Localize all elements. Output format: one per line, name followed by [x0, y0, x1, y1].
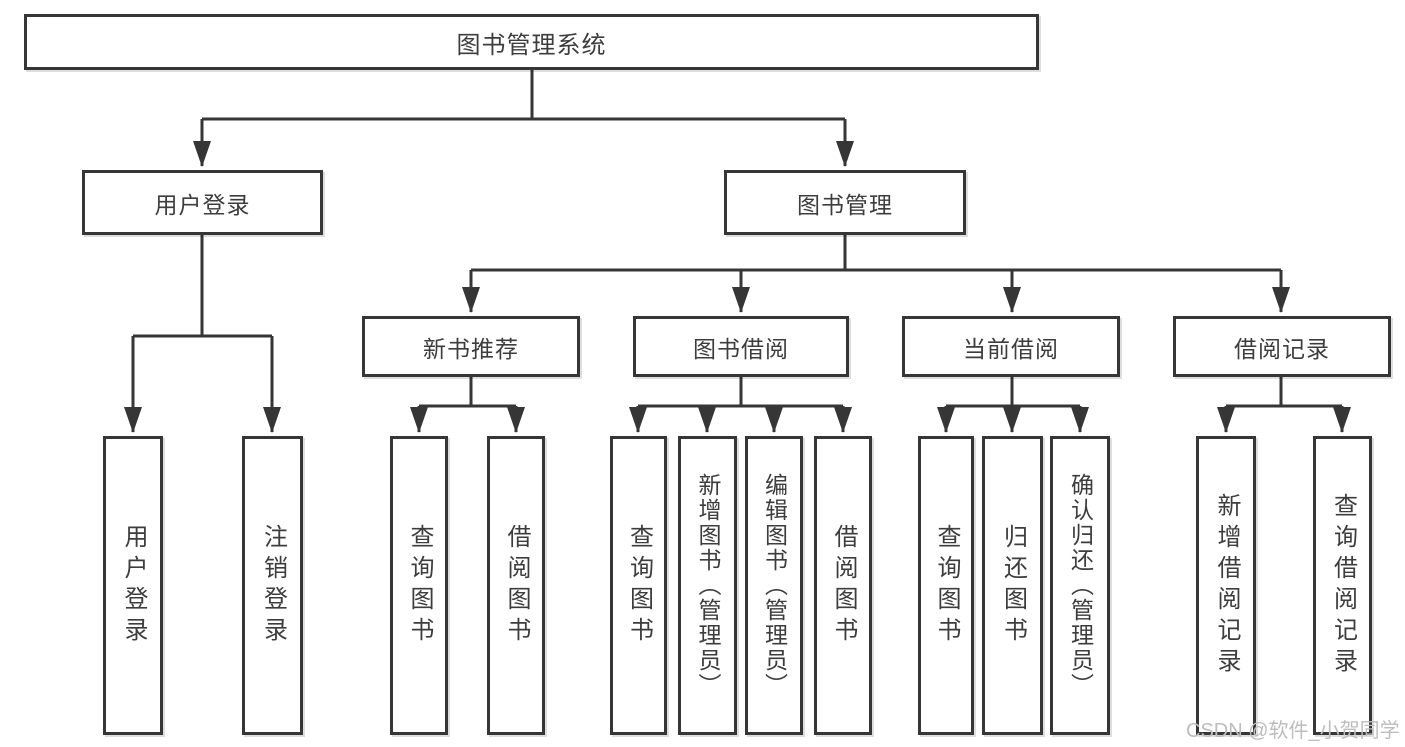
leaf-user-login-label: 用户登录: [120, 523, 147, 648]
leaf-recommend-query-books-label: 查询图书: [406, 523, 433, 648]
leaf-recommend-borrow-books: 借阅图书: [487, 436, 545, 735]
node-user-login: 用户登录: [82, 170, 323, 235]
node-book-borrow: 图书借阅: [633, 316, 849, 377]
node-library-system: 图书管理系统: [24, 14, 1039, 70]
leaf-current-confirm-return-admin-label: 确认归还（管理员）: [1067, 473, 1094, 698]
leaf-borrow-borrow-books: 借阅图书: [814, 436, 872, 735]
leaf-borrow-add-books-admin-label: 新增图书（管理员）: [695, 473, 721, 698]
leaf-borrow-edit-books-admin: 编辑图书（管理员）: [745, 436, 803, 735]
leaf-current-query-books: 查询图书: [918, 436, 974, 735]
leaf-records-query-record: 查询借阅记录: [1313, 436, 1372, 735]
node-book-management: 图书管理: [724, 170, 966, 235]
leaf-recommend-borrow-books-label: 借阅图书: [503, 523, 530, 648]
leaf-borrow-edit-books-admin-label: 编辑图书（管理员）: [761, 473, 788, 698]
watermark: CSDN @软件_小贺同学: [1186, 720, 1400, 742]
leaf-borrow-add-books-admin: 新增图书（管理员）: [678, 436, 737, 735]
leaf-records-query-record-label: 查询借阅记录: [1329, 492, 1357, 679]
leaf-borrow-borrow-books-label: 借阅图书: [830, 523, 857, 648]
leaf-current-return-books: 归还图书: [982, 436, 1043, 735]
leaf-borrow-query-books-label: 查询图书: [625, 523, 653, 648]
leaf-user-login: 用户登录: [103, 436, 163, 735]
leaf-logout: 注销登录: [242, 436, 303, 735]
leaf-borrow-query-books: 查询图书: [610, 436, 667, 735]
leaf-records-add-record: 新增借阅记录: [1196, 436, 1256, 735]
leaf-recommend-query-books: 查询图书: [390, 436, 448, 735]
leaf-records-add-record-label: 新增借阅记录: [1213, 492, 1240, 679]
node-new-book-recommend: 新书推荐: [362, 316, 580, 377]
node-borrow-records: 借阅记录: [1173, 316, 1391, 377]
leaf-current-confirm-return-admin: 确认归还（管理员）: [1050, 436, 1110, 735]
leaf-logout-label: 注销登录: [259, 523, 287, 648]
leaf-current-return-books-label: 归还图书: [999, 523, 1027, 648]
node-current-borrow: 当前借阅: [902, 316, 1120, 377]
leaf-current-query-books-label: 查询图书: [933, 523, 960, 648]
